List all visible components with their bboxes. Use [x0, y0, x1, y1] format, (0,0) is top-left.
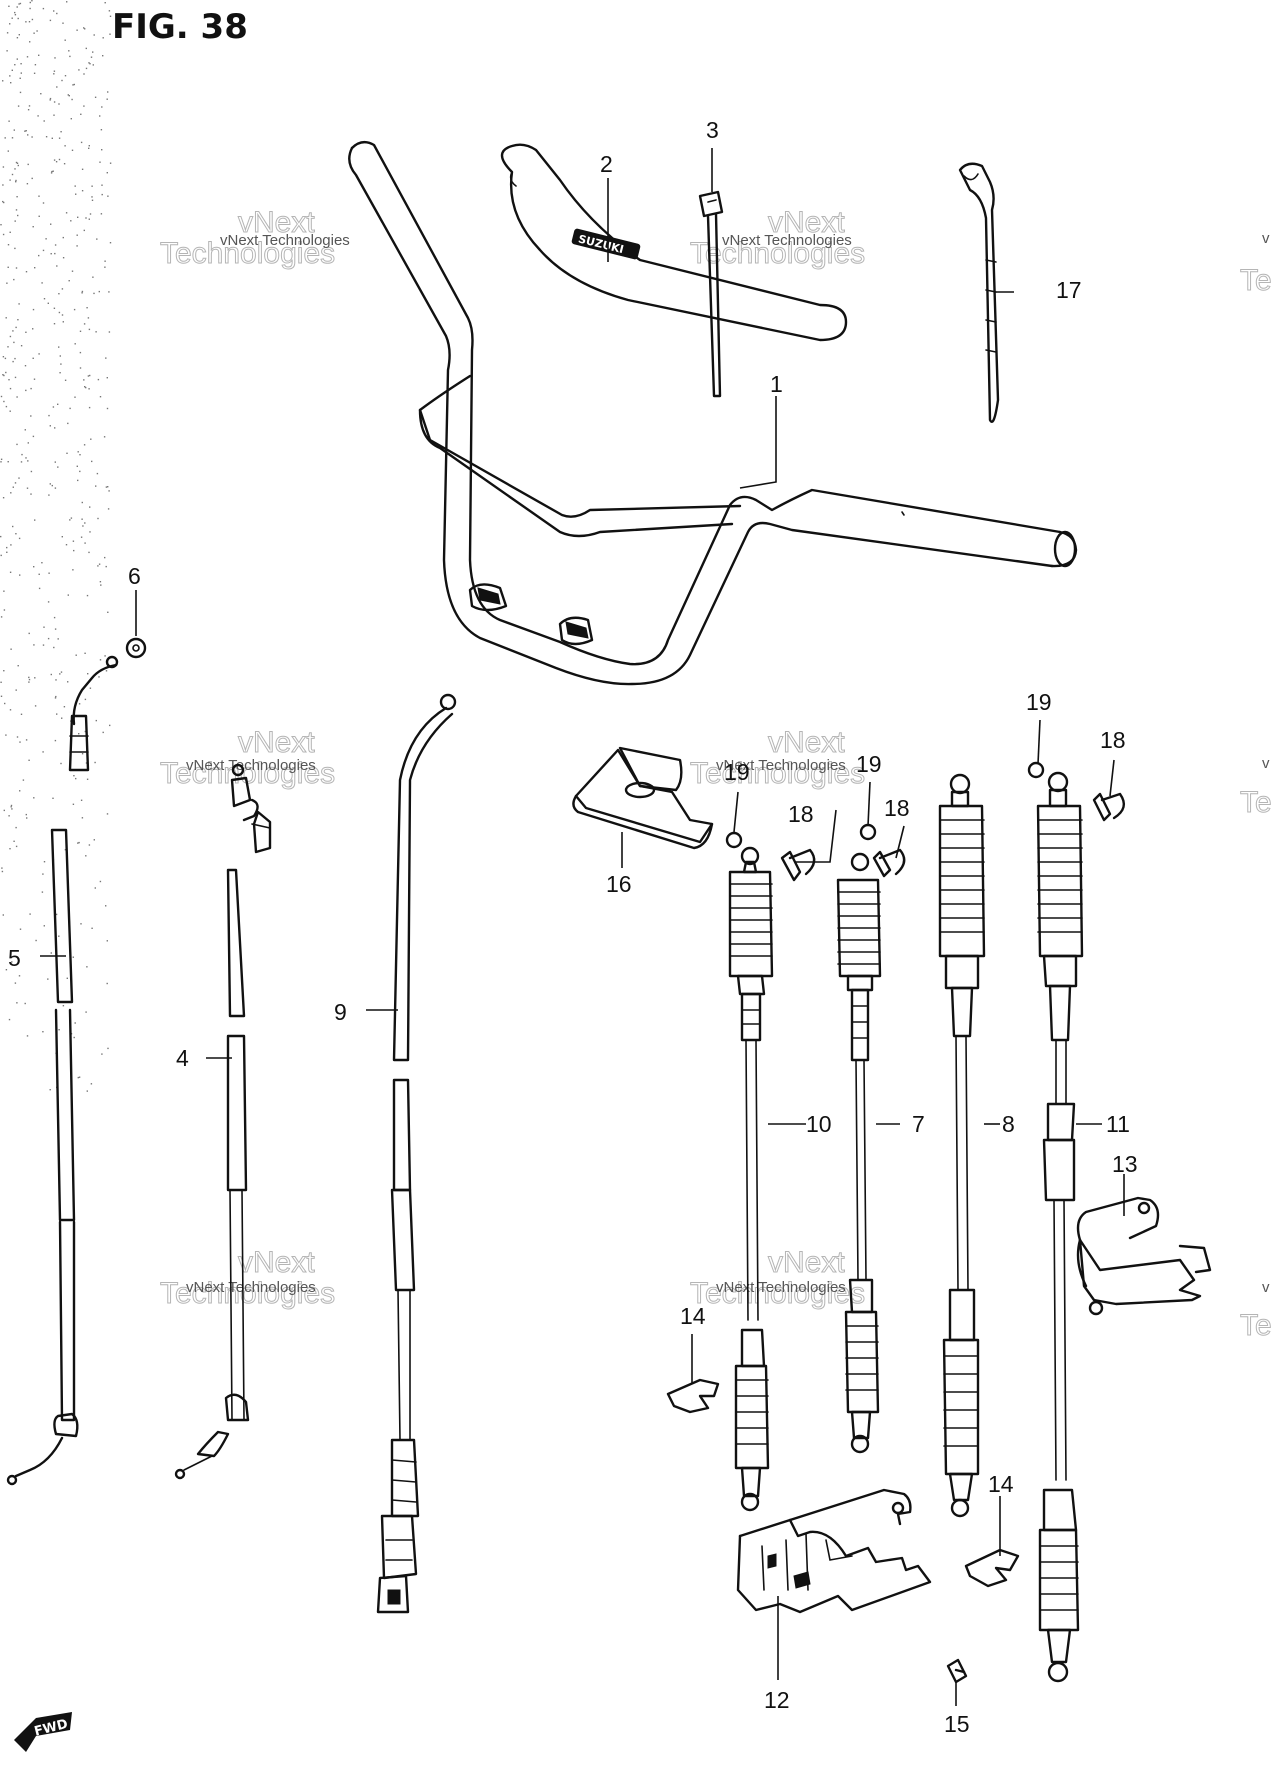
screw-15: [946, 1658, 968, 1684]
watermark-large-2: Technologies: [690, 757, 865, 790]
watermark-small: vNext Technologies: [722, 232, 852, 249]
callout-14b: 14: [988, 1471, 1014, 1497]
bracket-12: [736, 1488, 932, 1614]
cable-11: [1036, 771, 1084, 1683]
callout-19b: 19: [856, 751, 882, 777]
callout-1: 1: [770, 371, 783, 397]
watermark: vNext Technologies vNext Technologies: [160, 1246, 336, 1311]
watermark-large-1: vNext: [768, 726, 845, 759]
clip-14a: [666, 1378, 720, 1414]
callout-16: 16: [606, 871, 632, 897]
callout-13: 13: [1112, 1151, 1138, 1177]
callout-4: 4: [176, 1045, 189, 1071]
handlebar: [348, 140, 1078, 686]
forward-arrow-icon: FWD: [14, 1712, 72, 1752]
watermark-large-2: Technologies: [690, 1277, 865, 1310]
callout-15: 15: [944, 1711, 970, 1737]
watermark: vNext Technologies vNext Technologies: [690, 726, 866, 791]
callout-6: 6: [128, 563, 141, 589]
callout-18a: 18: [788, 801, 814, 827]
watermark-edge-large: Te: [1240, 264, 1272, 297]
watermark-small: vNext Technologies: [186, 1279, 316, 1296]
callouts: 1 2 3 4 5 6 7 8 9 10 11 12 13 14 14 15 1…: [8, 117, 1138, 1737]
callout-10: 10: [806, 1111, 832, 1137]
scan-noise: [0, 0, 112, 1092]
watermark-large-2: Technologies: [690, 237, 865, 270]
watermark: vNext Technologies vNext Technologies: [160, 206, 350, 271]
watermark-large-2: Technologies: [160, 1277, 335, 1310]
throttle-cable: [6, 655, 119, 1486]
watermark-group: vNext Technologies vNext Technologies vN…: [160, 206, 1273, 1343]
watermark-large-1: vNext: [768, 1246, 845, 1279]
strap-band: [958, 162, 1000, 423]
watermark-small: vNext Technologies: [716, 757, 846, 774]
watermark-small: vNext Technologies: [220, 232, 350, 249]
callout-11: 11: [1106, 1111, 1130, 1137]
callout-14a: 14: [680, 1303, 706, 1329]
bracket-13: [1076, 1196, 1212, 1316]
callout-9: 9: [334, 999, 347, 1025]
cable-8: [938, 773, 986, 1518]
watermark-small: vNext Technologies: [716, 1279, 846, 1296]
watermark-edge-small: v: [1262, 1279, 1270, 1296]
watermark-large-1: vNext: [238, 206, 315, 239]
callout-7: 7: [912, 1111, 925, 1137]
watermark-edge-small: v: [1262, 755, 1270, 772]
watermark-large-1: vNext: [768, 206, 845, 239]
cable-tie: [698, 190, 724, 398]
callout-3: 3: [706, 117, 719, 143]
callout-19c: 19: [1026, 689, 1052, 715]
control-cable-4: [174, 763, 272, 1480]
callout-12: 12: [764, 1687, 790, 1713]
watermark-edge-large: Te: [1240, 1309, 1272, 1342]
watermark: vNext Technologies vNext Technologies: [690, 1246, 866, 1311]
figure-title: FIG. 38: [112, 7, 248, 47]
callout-18c: 18: [1100, 727, 1126, 753]
callout-18b: 18: [884, 795, 910, 821]
watermark-large-2: Technologies: [160, 237, 335, 270]
watermark-edge-large: Te: [1240, 786, 1272, 819]
pad-logo-badge: [571, 228, 641, 260]
cable-7: [836, 852, 882, 1454]
watermark: vNext Technologies vNext Technologies: [160, 726, 336, 791]
watermark: vNext Technologies vNext Technologies: [690, 206, 866, 271]
watermark-edge-small: v: [1262, 230, 1270, 247]
cable-10: [728, 846, 774, 1512]
clip-14b: [964, 1548, 1020, 1588]
callout-5: 5: [8, 945, 21, 971]
callout-2: 2: [600, 151, 613, 177]
watermark-large-1: vNext: [238, 1246, 315, 1279]
callout-17: 17: [1056, 277, 1082, 303]
leader-lines: [40, 148, 1125, 1706]
clutch-cable: [376, 693, 457, 1614]
watermark-large-1: vNext: [238, 726, 315, 759]
callout-19a: 19: [724, 759, 750, 785]
watermark-small: vNext Technologies: [186, 757, 316, 774]
bracket-16: [572, 746, 714, 850]
callout-8: 8: [1002, 1111, 1015, 1137]
nut: [125, 637, 147, 659]
